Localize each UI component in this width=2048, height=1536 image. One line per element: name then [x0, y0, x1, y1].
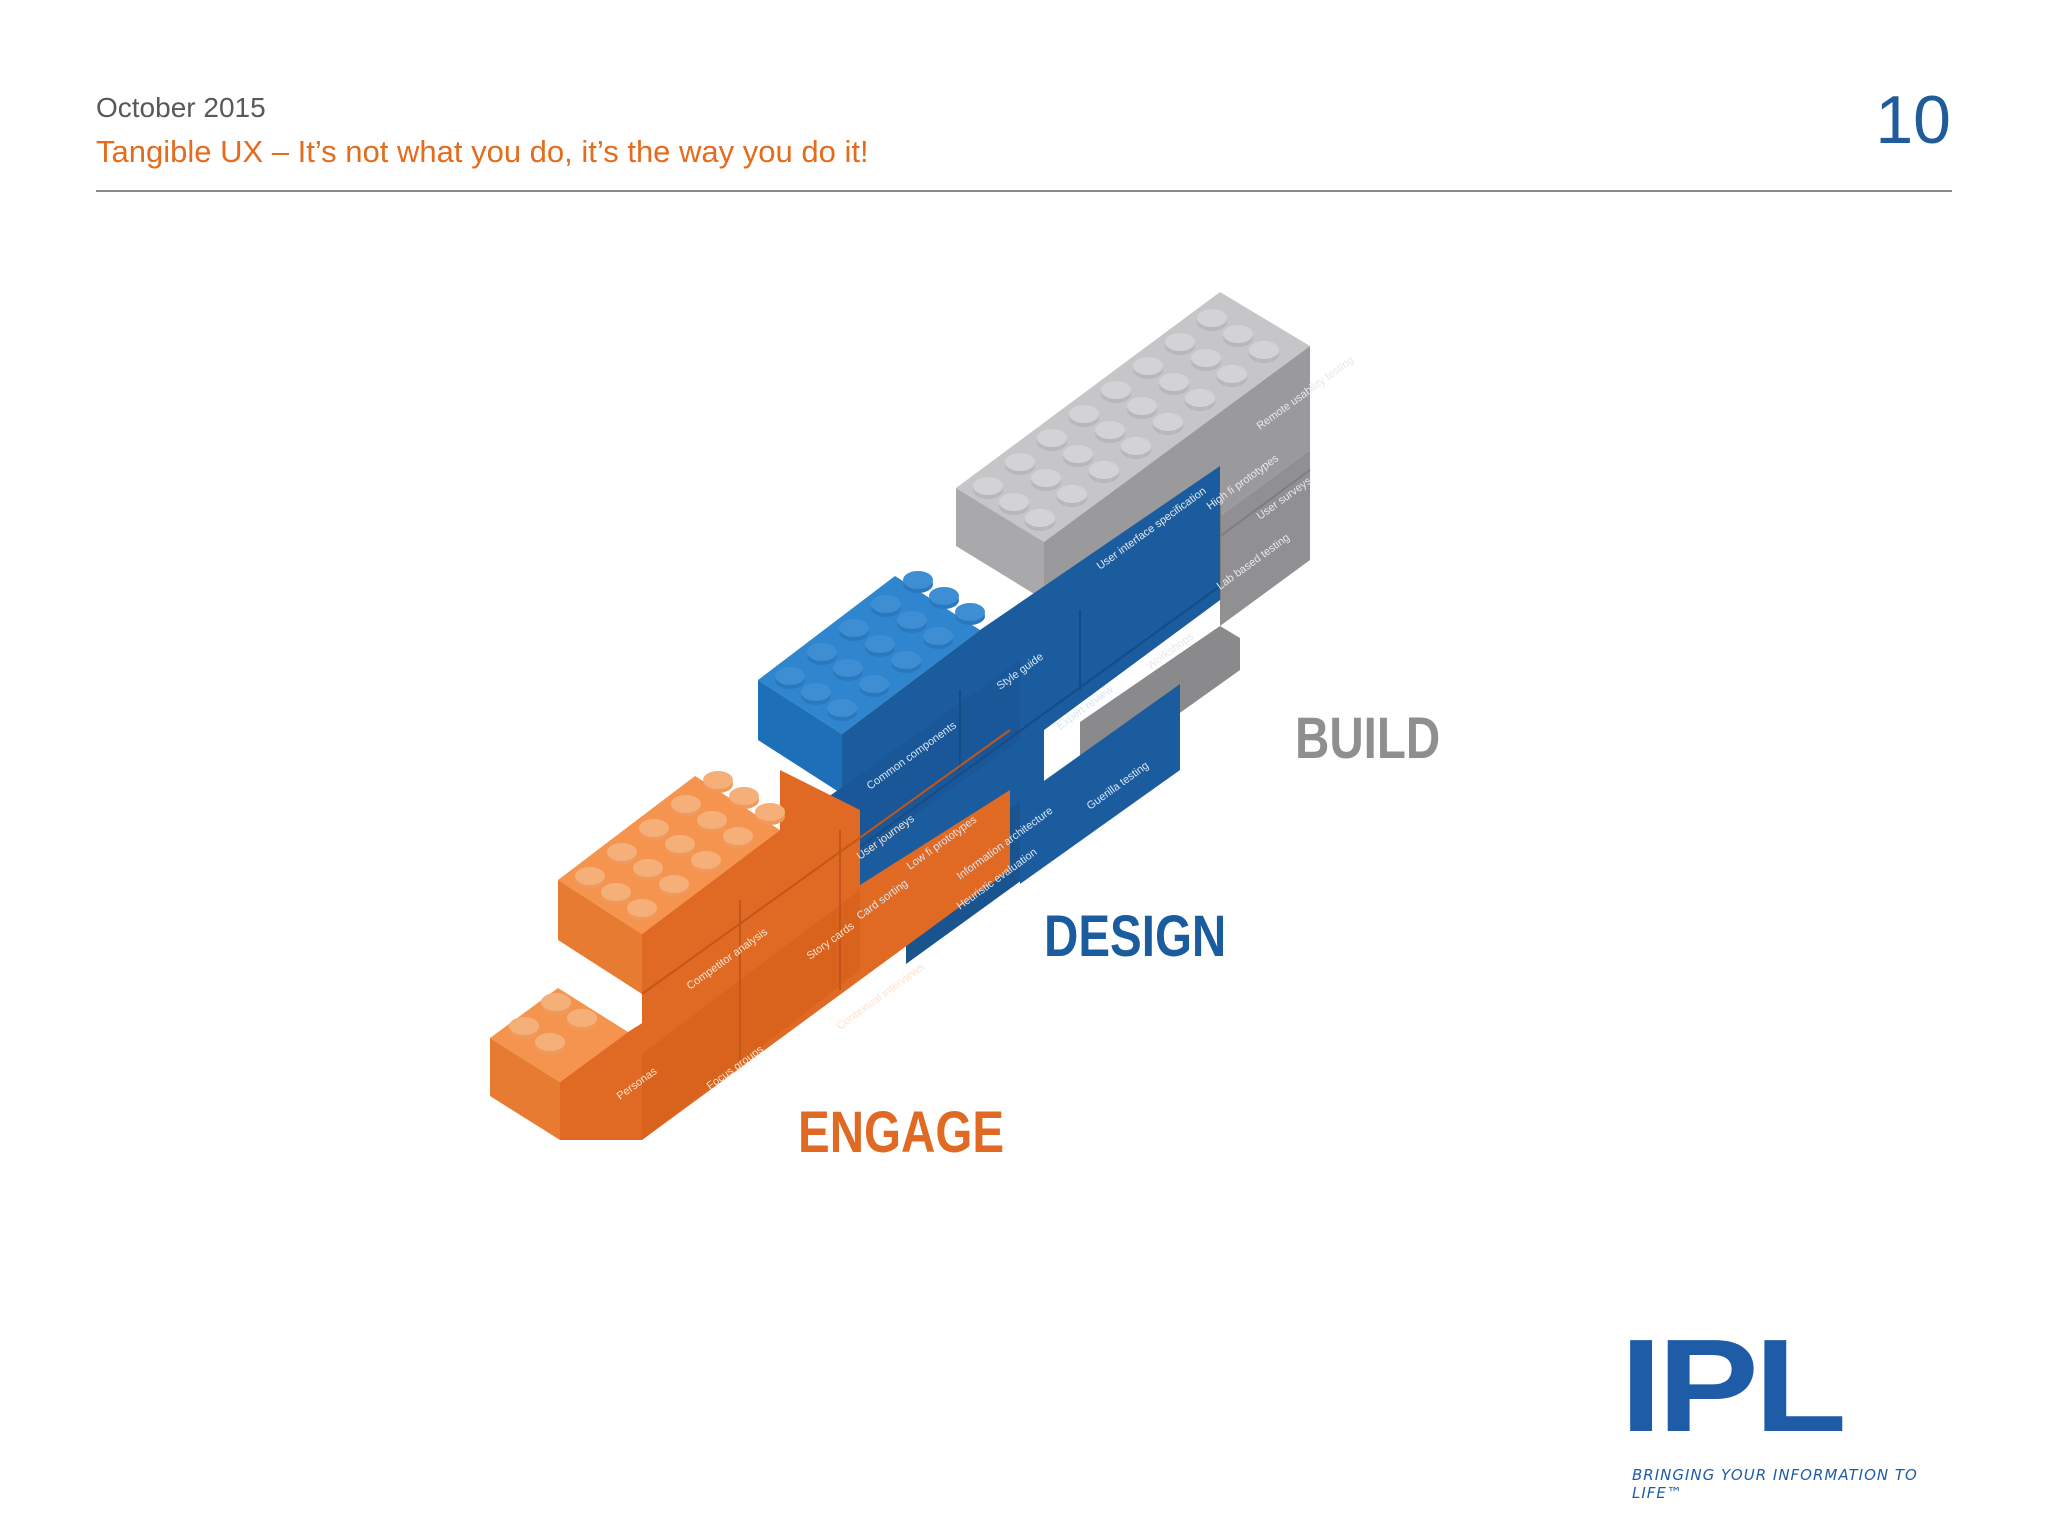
- build-label: BUILD: [1295, 707, 1440, 772]
- stud: [923, 627, 953, 649]
- stud: [1249, 341, 1279, 363]
- stud: [633, 859, 663, 881]
- stud: [639, 819, 669, 841]
- stud: [729, 787, 759, 809]
- stud: [801, 683, 831, 705]
- stud: [703, 771, 733, 793]
- stud: [1185, 389, 1215, 411]
- stud: [833, 659, 863, 681]
- stud: [755, 803, 785, 825]
- stud: [665, 835, 695, 857]
- stud: [897, 611, 927, 633]
- stud: [775, 667, 805, 689]
- stud: [1153, 413, 1183, 435]
- stud: [827, 699, 857, 721]
- stud: [1037, 429, 1067, 451]
- page-number: 10: [1875, 82, 1951, 158]
- stud: [1025, 509, 1055, 531]
- stud: [839, 619, 869, 641]
- stud: [697, 811, 727, 833]
- stud: [973, 477, 1003, 499]
- stud: [1197, 309, 1227, 331]
- stud: [1031, 469, 1061, 491]
- stud: [601, 883, 631, 905]
- stud: [535, 1033, 565, 1055]
- stud: [1217, 365, 1247, 387]
- stud: [1127, 397, 1157, 419]
- engage-bricks: [490, 729, 1011, 1140]
- stud: [1063, 445, 1093, 467]
- stud: [891, 651, 921, 673]
- stud: [1095, 421, 1125, 443]
- stud: [999, 493, 1029, 515]
- stud: [575, 867, 605, 889]
- stud: [807, 643, 837, 665]
- stud: [903, 571, 933, 593]
- design-label: DESIGN: [1044, 905, 1226, 970]
- stud: [1069, 405, 1099, 427]
- engage-label: ENGAGE: [798, 1101, 1004, 1166]
- stud: [1089, 461, 1119, 483]
- stud: [567, 1009, 597, 1031]
- stud: [865, 635, 895, 657]
- stud: [1159, 373, 1189, 395]
- stud: [1165, 333, 1195, 355]
- stud: [1223, 325, 1253, 347]
- stud: [541, 993, 571, 1015]
- ipl-logo: IPL BRINGING YOUR INFORMATION TO LIFE™: [1620, 1320, 1960, 1503]
- logo-mark: IPL: [1620, 1312, 1847, 1459]
- stud: [929, 587, 959, 609]
- stud: [1133, 357, 1163, 379]
- stud: [671, 795, 701, 817]
- stud: [1101, 381, 1131, 403]
- slide-subtitle: Tangible UX – It’s not what you do, it’s…: [96, 134, 869, 169]
- stud: [955, 603, 985, 625]
- stud: [1121, 437, 1151, 459]
- stud: [627, 899, 657, 921]
- stud: [871, 595, 901, 617]
- stud: [859, 675, 889, 697]
- stud: [1005, 453, 1035, 475]
- stud: [659, 875, 689, 897]
- stud: [1191, 349, 1221, 371]
- slide-date: October 2015: [96, 92, 266, 123]
- header-divider: [96, 190, 1952, 192]
- stud: [691, 851, 721, 873]
- logo-tagline: BRINGING YOUR INFORMATION TO LIFE™: [1632, 1466, 1918, 1502]
- stud: [1057, 485, 1087, 507]
- stud: [723, 827, 753, 849]
- stud: [509, 1017, 539, 1039]
- stud: [607, 843, 637, 865]
